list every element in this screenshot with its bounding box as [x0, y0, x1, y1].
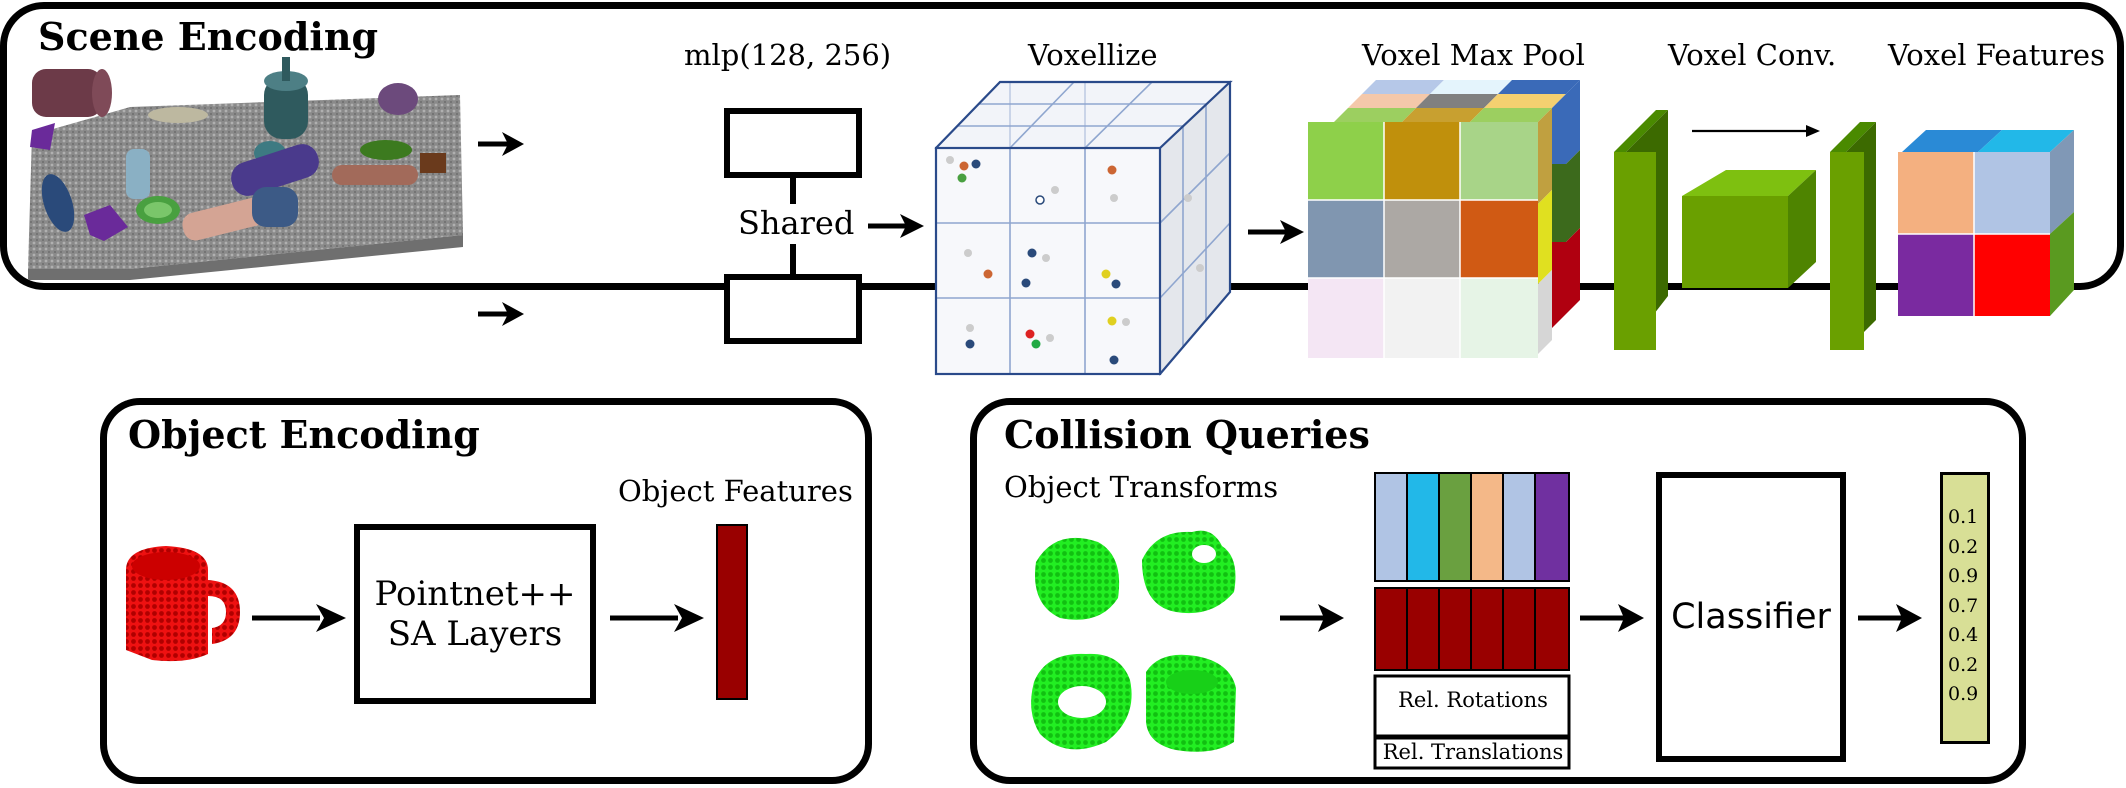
mlp-label: mlp(128, 256): [684, 38, 892, 72]
arrow-to-classifier: [1580, 604, 1644, 632]
object-encoding-title: Object Encoding: [128, 412, 480, 457]
pointnet-line1: Pointnet++: [374, 574, 576, 614]
arrow-to-pointnet: [252, 604, 346, 632]
max-pool-label: Voxel Max Pool: [1362, 38, 1585, 72]
shared-label: Shared: [738, 204, 855, 242]
voxelize-label: Voxellize: [1028, 38, 1158, 72]
rel-translations-label: Rel. Translations: [1382, 740, 1564, 764]
score-value: 0.2: [1948, 653, 1979, 676]
conv-label: Voxel Conv.: [1668, 38, 1837, 72]
object-transforms-label: Object Transforms: [1004, 470, 1279, 504]
pointnet-box: Pointnet++ SA Layers: [354, 524, 596, 704]
score-value: 0.1: [1948, 506, 1979, 528]
mlp-box-top: [724, 108, 862, 178]
rel-rotations-label: Rel. Rotations: [1398, 688, 1548, 712]
arrow-to-voxelize: [868, 214, 924, 238]
voxel-max-pool-cube: [1308, 80, 1580, 358]
arrow-to-object-features: [610, 604, 704, 632]
arrow-to-query-matrix: [1280, 604, 1344, 632]
object-feature-vector: [716, 524, 748, 700]
mlp-box-bottom: [724, 274, 862, 344]
teal-mug: [264, 77, 308, 139]
shared-connector-bottom: [790, 244, 796, 276]
scene-point-cloud-image: [28, 57, 463, 280]
score-value: 0.9: [1948, 683, 1979, 705]
score-value: 0.2: [1948, 535, 1979, 558]
object-features-label: Object Features: [618, 474, 853, 508]
voxel-grid: [934, 80, 1233, 377]
arrow-to-mlp-bottom: [478, 302, 524, 326]
shared-connector-top: [790, 178, 796, 204]
collision-queries-panel: [970, 398, 2026, 784]
score-value: 0.7: [1948, 594, 1979, 617]
score-vector: 0.1 0.2 0.9 0.7 0.4 0.2 0.9: [1940, 472, 1990, 744]
red-mug-point-cloud: [126, 546, 240, 662]
scene-encoding-title: Scene Encoding: [38, 14, 379, 59]
voxel-features-label: Voxel Features: [1888, 38, 2105, 72]
pointnet-line2: SA Layers: [387, 614, 563, 654]
collision-queries-title: Collision Queries: [1004, 412, 1370, 457]
voxel-features-cube: [1898, 130, 2074, 316]
classifier-label: Classifier: [1671, 597, 1831, 637]
arrow-to-mlp-top: [478, 132, 524, 156]
arrow-to-max-pool: [1248, 220, 1304, 244]
score-value: 0.4: [1948, 624, 1979, 646]
object-encoding-panel: [100, 398, 872, 784]
score-value: 0.9: [1948, 565, 1979, 587]
arrow-to-scores: [1858, 604, 1922, 632]
object-transforms-image: [1031, 530, 1236, 752]
maroon-box: [32, 69, 102, 117]
query-matrix: [1372, 470, 1572, 770]
classifier-box: Classifier: [1656, 472, 1846, 762]
voxel-conv-blocks: [1614, 110, 1876, 350]
purple-blob: [378, 83, 418, 115]
